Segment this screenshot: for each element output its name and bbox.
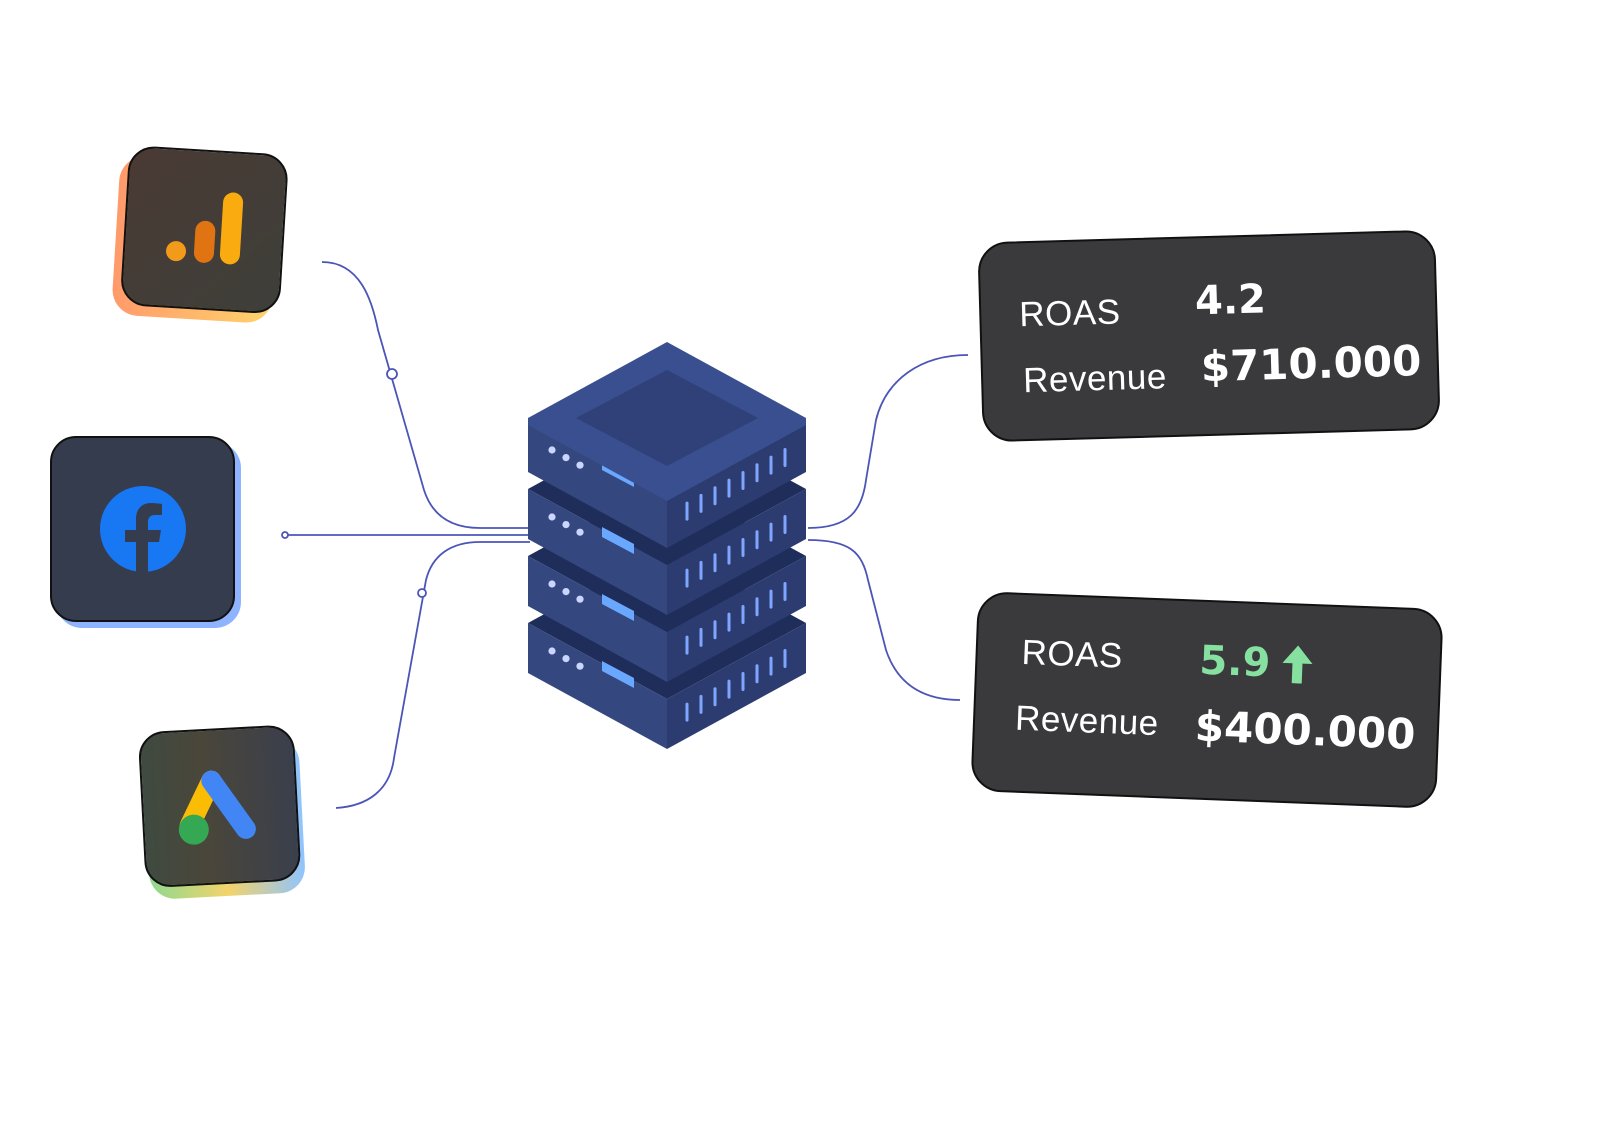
status-light bbox=[562, 588, 570, 596]
revenue-value: $710.000 bbox=[1200, 336, 1422, 392]
google-analytics-icon bbox=[166, 192, 244, 265]
connector-bottom-card bbox=[807, 539, 961, 701]
status-light bbox=[548, 446, 556, 454]
status-light bbox=[548, 580, 556, 588]
status-light bbox=[576, 461, 584, 469]
metric-card-top: ROAS 4.2 Revenue $710.000 bbox=[977, 229, 1441, 443]
metric-card-bottom: ROAS 5.9 Revenue $400.000 bbox=[970, 591, 1444, 809]
roas-value-group: 5.9 bbox=[1199, 638, 1314, 688]
facebook-icon bbox=[99, 486, 186, 574]
connector-top-card bbox=[807, 354, 969, 529]
connector-node bbox=[386, 368, 398, 380]
status-light bbox=[562, 454, 570, 462]
roas-label: ROAS bbox=[1018, 292, 1122, 335]
revenue-label: Revenue bbox=[1014, 698, 1160, 744]
status-light bbox=[548, 647, 556, 655]
server-top bbox=[528, 342, 806, 501]
status-light bbox=[576, 595, 584, 603]
connector-analytics bbox=[321, 261, 530, 529]
roas-value: 4.2 bbox=[1194, 276, 1267, 325]
google-analytics-tile[interactable] bbox=[111, 145, 297, 327]
tile-face bbox=[119, 145, 290, 315]
revenue-label: Revenue bbox=[1022, 357, 1168, 401]
roas-value: 5.9 bbox=[1198, 637, 1272, 687]
up-arrow-icon bbox=[1282, 645, 1313, 684]
status-light bbox=[576, 662, 584, 670]
google-ads-tile[interactable] bbox=[137, 724, 313, 902]
revenue-value: $400.000 bbox=[1194, 701, 1417, 760]
status-light bbox=[562, 521, 570, 529]
status-light bbox=[548, 513, 556, 521]
tile-face bbox=[137, 724, 302, 889]
connector-node bbox=[417, 588, 427, 598]
facebook-tile[interactable] bbox=[50, 436, 245, 632]
roas-label: ROAS bbox=[1020, 632, 1124, 676]
google-ads-icon bbox=[178, 770, 256, 845]
connector-node bbox=[281, 531, 289, 539]
drive-slot bbox=[602, 594, 634, 621]
status-light bbox=[562, 655, 570, 663]
connector-ads bbox=[335, 541, 530, 809]
drive-slot bbox=[602, 661, 634, 688]
status-light bbox=[576, 528, 584, 536]
tile-face bbox=[50, 436, 235, 622]
drive-slot bbox=[602, 527, 634, 554]
